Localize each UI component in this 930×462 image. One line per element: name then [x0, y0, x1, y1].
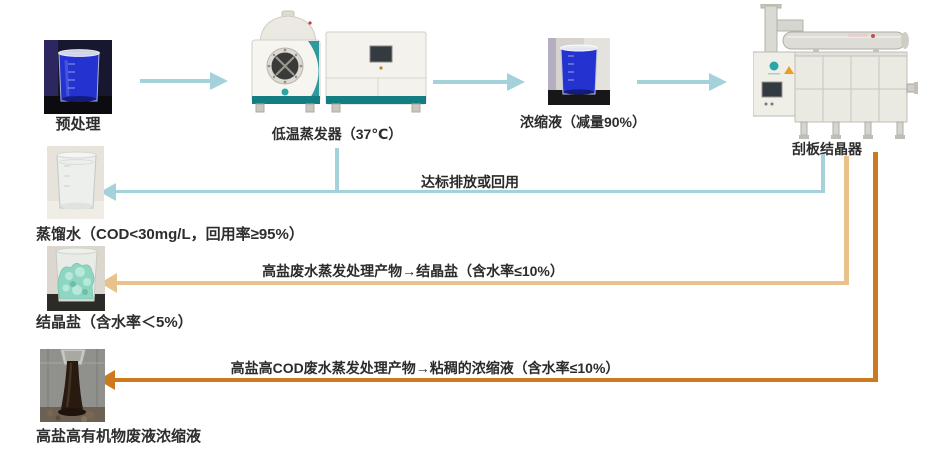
crystal-salt-arrow-label: 高盐废水蒸发处理产物→结晶盐（含水率≤10%） [262, 263, 564, 279]
distilled-water-arrow-label: 达标排放或回用 [421, 174, 519, 190]
crystal-salt-caption: 结晶盐（含水率＜5%） [36, 314, 193, 331]
crystallizer-salt-stub [844, 156, 849, 285]
pretreatment-beaker-photo [44, 40, 112, 114]
evaporator-output-stub [335, 148, 339, 192]
concentrate-caption: 浓缩液（减量90%） [519, 114, 647, 130]
pretreatment-caption: 预处理 [55, 116, 101, 133]
concentrate-beaker-photo [548, 38, 610, 105]
crystal-salt-beaker-photo [47, 246, 105, 311]
evaporator-image [251, 10, 427, 113]
distilled-water-beaker-photo [47, 146, 104, 219]
evaporator-label: 低温蒸发器（37℃） [271, 126, 403, 142]
crystallizer-image [753, 4, 918, 139]
organic-concentrate-caption: 高盐高有机物废液浓缩液 [36, 428, 202, 445]
crystallizer-label: 刮板结晶器 [792, 141, 862, 157]
organic-concentrate-photo [40, 349, 105, 422]
distilled-water-caption: 蒸馏水（COD<30mg/L，回用率≥95%） [36, 226, 304, 243]
organic-concentrate-arrow-label: 高盐高COD废水蒸发处理产物→粘稠的浓缩液（含水率≤10%） [230, 360, 620, 376]
crystallizer-concentrate-stub [873, 152, 878, 382]
crystallizer-water-stub [821, 154, 825, 193]
